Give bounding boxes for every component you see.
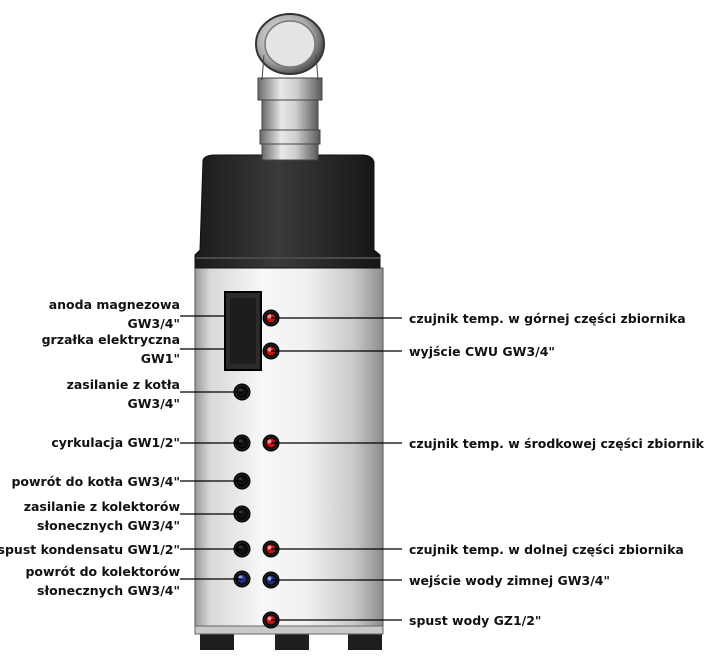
leader-lines	[180, 315, 402, 621]
label-line: czujnik temp. w środkowej części zbiorni…	[409, 436, 704, 451]
tank-feet	[200, 630, 382, 650]
label-line: cyrkulacja GW1/2"	[51, 435, 180, 450]
label-czujnik-gorny: czujnik temp. w górnej części zbiornika	[409, 309, 686, 328]
label-line: GW1"	[140, 351, 180, 366]
label-line: anoda magnezowa	[48, 297, 180, 312]
label-czujnik-dolny: czujnik temp. w dolnej części zbiornika	[409, 540, 684, 559]
label-line: słonecznych GW3/4"	[37, 583, 180, 598]
label-spust-wody: spust wody GZ1/2"	[409, 611, 541, 630]
label-czujnik-srodkowy: czujnik temp. w środkowej części zbiorni…	[409, 434, 704, 453]
label-line: GW3/4"	[127, 396, 180, 411]
label-line: spust wody GZ1/2"	[409, 613, 542, 628]
label-line: powrót do kolektorów	[25, 564, 180, 579]
label-line: zasilanie z kotła	[66, 377, 180, 392]
label-powrot-kolektorow: powrót do kolektorów słonecznych GW3/4"	[25, 562, 180, 600]
label-line: zasilanie z kolektorów	[23, 499, 180, 514]
label-zasilanie-kolektorow: zasilanie z kolektorów słonecznych GW3/4"	[24, 497, 180, 535]
label-cyrkulacja: cyrkulacja GW1/2"	[51, 433, 180, 452]
label-powrot-kotla: powrót do kotła GW3/4"	[11, 472, 180, 491]
vent-pipe	[255, 13, 325, 161]
label-line: powrót do kotła GW3/4"	[11, 474, 180, 489]
tank-top-cap	[194, 154, 381, 269]
label-line: wyjście CWU GW3/4"	[409, 344, 555, 359]
label-line: wejście wody zimnej GW3/4"	[409, 573, 610, 588]
label-wyjscie-cwu: wyjście CWU GW3/4"	[409, 342, 555, 361]
label-line: grzałka elektryczna	[41, 332, 180, 347]
label-wejscie-wody: wejście wody zimnej GW3/4"	[409, 571, 610, 590]
label-line: GW3/4"	[127, 316, 180, 331]
label-line: czujnik temp. w górnej części zbiornika	[409, 311, 686, 326]
label-line: czujnik temp. w dolnej części zbiornika	[409, 542, 684, 557]
label-line: spust kondensatu GW1/2"	[0, 542, 180, 557]
label-line: słonecznych GW3/4"	[37, 518, 180, 533]
label-spust-kondensatu: spust kondensatu GW1/2"	[0, 540, 180, 559]
port-powrot-kotla	[233, 472, 251, 490]
